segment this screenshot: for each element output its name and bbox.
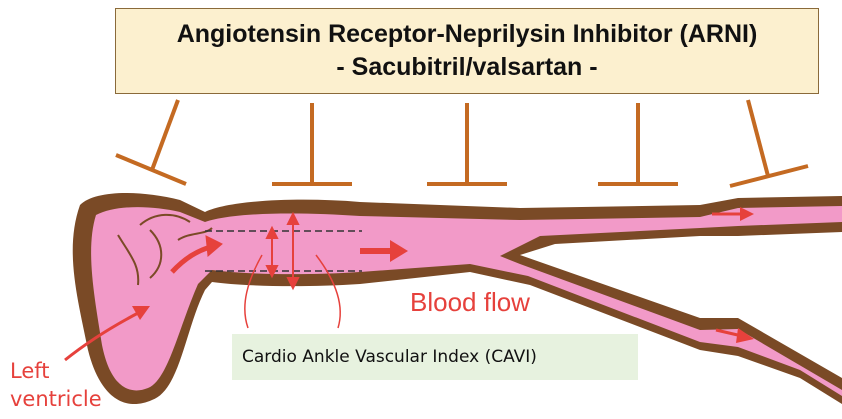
left-ventricle-line-2: ventricle xyxy=(10,385,102,413)
blood-flow-label: Blood flow xyxy=(410,287,530,318)
inhibitor-symbol-aorta-3 xyxy=(598,103,678,184)
inhibitor-symbol-peripheral xyxy=(730,100,808,186)
cavi-label: Cardio Ankle Vascular Index (CAVI) xyxy=(242,347,537,367)
title-line-2: - Sacubitril/valsartan - xyxy=(336,51,597,84)
title-line-1: Angiotensin Receptor-Neprilysin Inhibito… xyxy=(177,18,758,51)
left-ventricle-line-1: Left xyxy=(10,357,102,385)
arni-title-box: Angiotensin Receptor-Neprilysin Inhibito… xyxy=(115,8,819,94)
inhibitor-symbol-aorta-2 xyxy=(427,103,507,184)
inhibitor-symbols xyxy=(116,100,808,186)
cavi-label-box: Cardio Ankle Vascular Index (CAVI) xyxy=(232,334,638,380)
inhibitor-symbol-aorta-1 xyxy=(272,103,352,184)
inhibitor-symbol-heart xyxy=(116,100,186,184)
left-ventricle-label: Left ventricle xyxy=(10,357,102,413)
